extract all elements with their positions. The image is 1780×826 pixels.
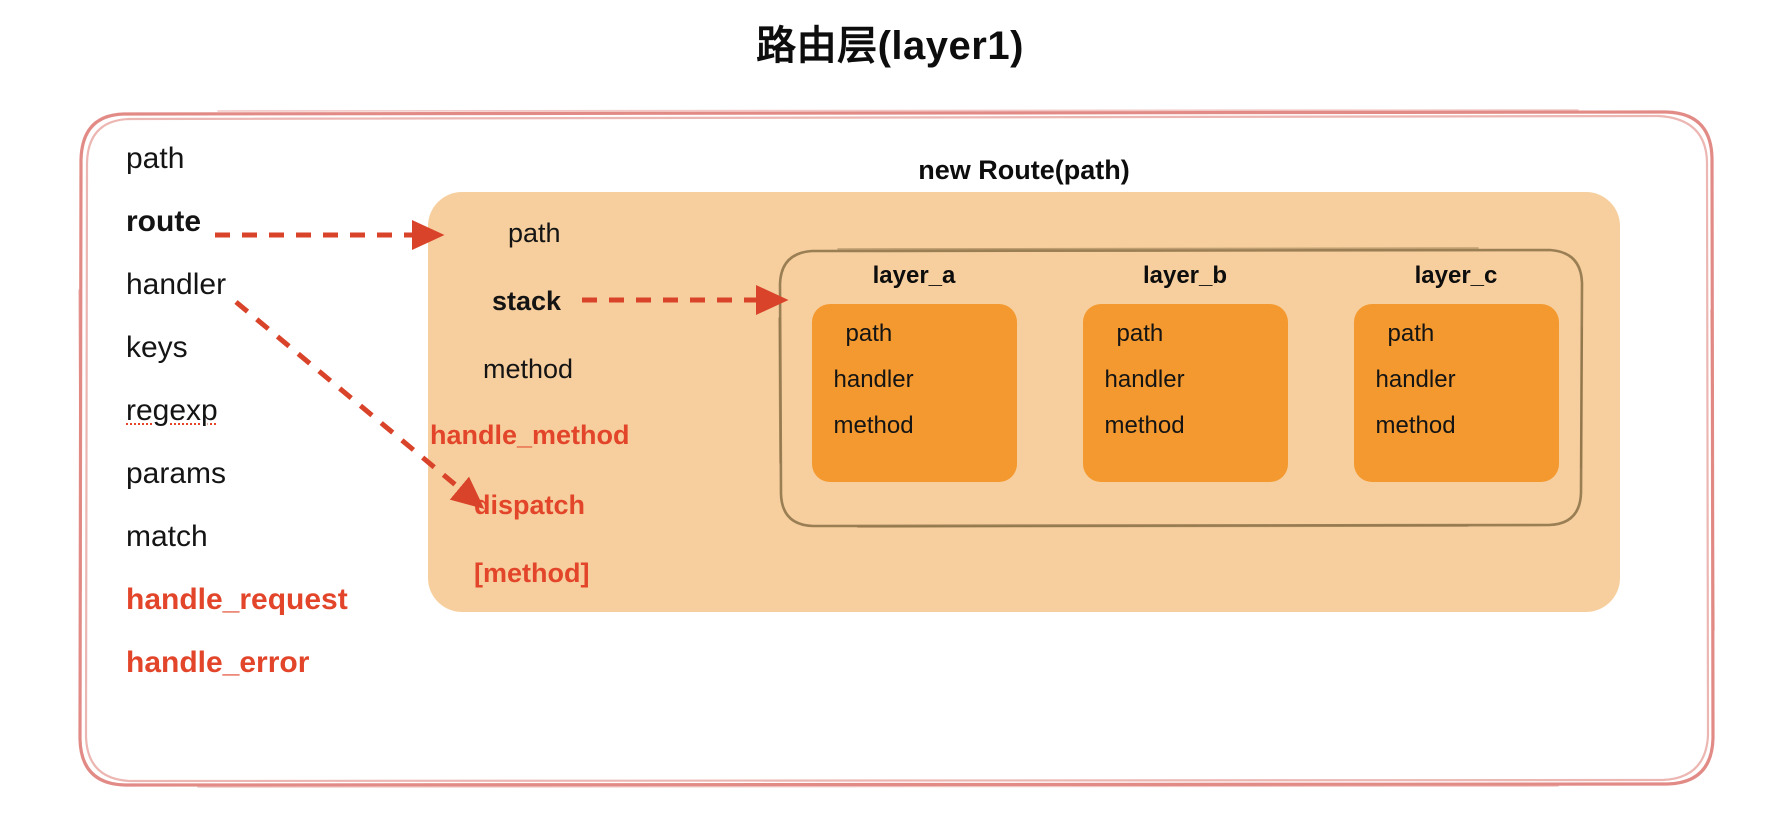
layer-a-title: layer_a — [872, 262, 956, 289]
attr-path: path — [126, 142, 185, 175]
attr-handler: handler — [126, 268, 227, 301]
layer-column-b: layer_b path handler method — [1071, 262, 1299, 517]
layer-b-title: layer_b — [1142, 262, 1228, 289]
layer-a-field-path: path — [845, 320, 893, 347]
layer-a-field-method: method — [833, 412, 914, 439]
layer-b-field-handler: handler — [1104, 366, 1185, 393]
layer-a-box: path handler method — [811, 304, 1017, 482]
attr-handle-request: handle_request — [126, 583, 348, 616]
attr-route: route — [126, 205, 201, 238]
layer-c-box: path handler method — [1353, 304, 1559, 482]
route-field-handle-method: handle_method — [430, 420, 630, 450]
layer-column-a: layer_a path handler method — [800, 262, 1028, 517]
left-attribute-column: path route handler keys regexp params ma… — [126, 140, 396, 682]
route-field-dispatch: dispatch — [474, 490, 586, 520]
attr-handle-error: handle_error — [126, 646, 310, 679]
attr-params: params — [126, 457, 227, 490]
attr-keys: keys — [126, 331, 188, 364]
stack-container — [778, 247, 1584, 528]
layer-c-field-handler: handler — [1375, 366, 1456, 393]
layer-b-field-path: path — [1116, 320, 1164, 347]
route-field-method-brackets: [method] — [474, 558, 590, 588]
attr-regexp: regexp — [126, 394, 218, 427]
layer-b-box: path handler method — [1082, 304, 1288, 482]
page-title: 路由层(layer1) — [756, 24, 1024, 68]
layer-c-field-path: path — [1387, 320, 1435, 347]
route-field-path: path — [508, 218, 561, 248]
layer-a-field-handler: handler — [833, 366, 914, 393]
layer-columns: layer_a path handler method layer_b path… — [800, 262, 1570, 517]
outer-frame — [78, 109, 1715, 788]
route-field-method: method — [483, 354, 574, 384]
attr-match: match — [126, 520, 208, 553]
route-panel-title: new Route(path) — [918, 155, 1130, 185]
route-field-stack: stack — [492, 286, 562, 316]
layer-column-c: layer_c path handler method — [1342, 262, 1570, 517]
layer-c-field-method: method — [1375, 412, 1456, 439]
layer-b-field-method: method — [1104, 412, 1185, 439]
layer-c-title: layer_c — [1414, 262, 1498, 289]
